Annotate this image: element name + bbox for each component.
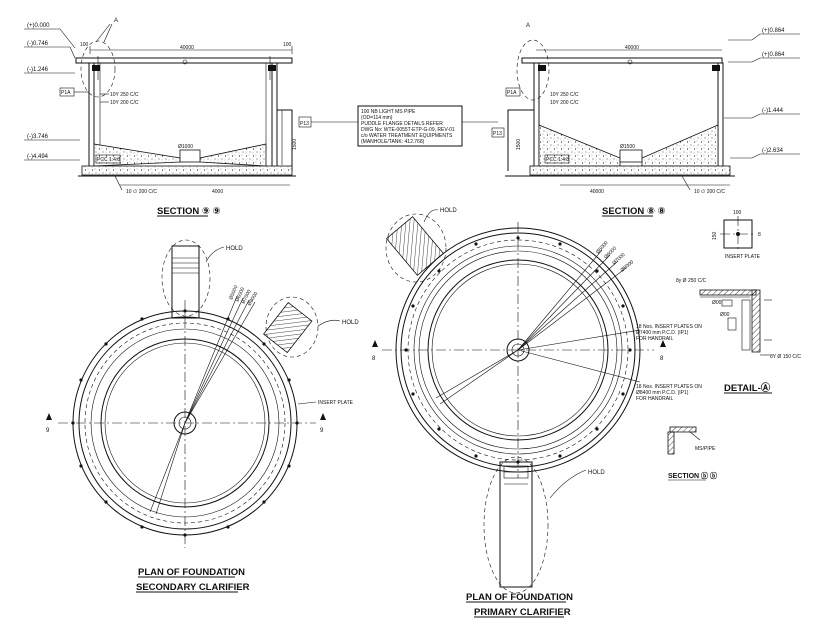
section-left: (+)0.000 (-)0.746 (-)1.246 (-)3.746 (-)4… (24, 18, 312, 217)
level-marks-right: (+)0.864 (+)0.864 (-)1.444 (-)2.634 (724, 28, 800, 159)
level-label: (-)1.444 (762, 108, 784, 114)
pipe-note: 100 NB LIGHT MS PIPE (OD=114 mm) PUDDLE … (311, 105, 498, 147)
hopper-label: Ø1000 (178, 144, 193, 150)
level-label: (+)0.864 (762, 28, 785, 34)
plate-note: Ø7400 mm P.C.D. (IP1) (636, 330, 689, 336)
note-line: DWG No: WTE-0055T-ETP-G-09, REV-01 (361, 127, 455, 133)
rebar-label: 10 ∅ 200 C/C (694, 189, 725, 195)
pcc-label: PCC 1:4:8 (97, 157, 120, 163)
plan-title: PLAN OF FOUNDATION (138, 567, 245, 578)
dimension-label: 100 (80, 42, 89, 48)
section-right: 40000 P13 1500 P1A A 10Y 250 C/C 10Y 200… (491, 23, 800, 217)
dimension-label: 40000 (625, 45, 639, 51)
radial-lines (435, 249, 641, 405)
section-title: SECTION ⑧ ⑧ (602, 206, 666, 217)
dimension-label: 8 (758, 232, 761, 238)
hold-label: HOLD (440, 208, 457, 214)
dimension-label: 150 (712, 231, 718, 240)
rebar-label: 10Y 200 C/C (550, 100, 579, 106)
detail-title: DETAIL-Ⓐ (724, 382, 771, 394)
rebar-label: 10Y 200 C/C (110, 100, 139, 106)
dimension-label: 1500 (292, 139, 298, 150)
section-small: MS/PIPE SECTION ⓑ ⓑ (667, 426, 717, 481)
note-line: 100 NB LIGHT MS PIPE (361, 109, 416, 115)
tag-label: P1A (507, 90, 517, 96)
callout-letter: A (526, 23, 530, 29)
axis-mark: 9 (320, 428, 324, 434)
rebar-label: 8Y Ø 150 C/C (770, 354, 801, 360)
plate-note: Ø8400 mm P.C.D. (IP1) (636, 390, 689, 396)
plan-subtitle: PRIMARY CLARIFIER (474, 607, 571, 618)
level-label: (+)0.000 (27, 23, 50, 29)
dimension-label: 1500 (516, 139, 522, 150)
detail-label: INSERT PLATE (725, 254, 761, 260)
tag-label: P13 (300, 121, 309, 127)
tag-label: P13 (493, 131, 502, 137)
insert-plate-detail: 100 150 8 INSERT PLATE (712, 210, 761, 260)
section-title: SECTION ⓑ ⓑ (668, 471, 717, 480)
pipe-label: MS/PIPE (695, 446, 716, 452)
dimension-label: Ø00 (720, 312, 730, 318)
plan-title: PLAN OF FOUNDATION (466, 592, 573, 603)
axis-mark: 8 (660, 356, 664, 362)
note-line: PUDDLE FLANGE DETAILS REFER (361, 121, 443, 127)
dimension-label: 100 (733, 210, 742, 216)
dimension-label: Ø00 (712, 300, 722, 306)
pcc-label: PCC 1:4:8 (546, 157, 569, 163)
level-label: (-)4.494 (27, 154, 49, 160)
note-line: (OD=114 mm) (361, 115, 393, 121)
rebar-label: 10Y 250 C/C (110, 92, 139, 98)
axis-mark: 8 (372, 356, 376, 362)
dimension-label: 4000 (212, 189, 223, 195)
plate-note: 18 Nos. INSERT PLATES ON (636, 384, 702, 390)
section-title: SECTION ⑨ ⑨ (157, 206, 221, 217)
ray-label: Ø8000 (619, 259, 635, 273)
hold-label: HOLD (342, 320, 359, 326)
level-label: (-)2.634 (762, 148, 784, 154)
dimension-label: 40000 (180, 45, 194, 51)
axis-mark: 9 (46, 428, 50, 434)
callout-letter: A (114, 18, 118, 24)
note-line: (MANHOLE/TANK: 412.768) (361, 139, 425, 145)
dimension-label: 40000 (590, 189, 604, 195)
hold-label: HOLD (588, 470, 605, 476)
ray-label: Ø6000 (234, 287, 246, 303)
detail-a: 8y Ø 250 C/C Ø00 Ø00 8Y Ø 150 C/C DETAIL… (676, 278, 801, 394)
hold-label: HOLD (226, 246, 243, 252)
ray-label: Ø5000 (228, 284, 239, 300)
level-label: (-)3.746 (27, 134, 49, 140)
rebar-label: 8y Ø 250 C/C (676, 278, 707, 284)
level-label: (+)0.864 (762, 52, 785, 58)
level-label: (-)0.746 (27, 41, 49, 47)
plan-secondary-clarifier: Ø5000 Ø6000 Ø7000 Ø8000 9 9 HOLD HOLD IN… (46, 239, 359, 593)
note-line: c/o WATER TREATMENT EQUIPMENTS (361, 133, 453, 139)
insert-label: INSERT PLATE (318, 400, 354, 406)
plate-note: FOR HANDRAIL (636, 336, 673, 342)
plate-note: FOR HANDRAIL (636, 396, 673, 402)
rebar-label: 10 ∅ 200 C/C (126, 189, 157, 195)
dimension-label: 100 (283, 42, 292, 48)
plan-subtitle: SECONDARY CLARIFIER (136, 582, 250, 593)
level-label: (-)1.246 (27, 67, 49, 73)
tag-label: P1A (61, 90, 71, 96)
hopper-label: Ø1500 (620, 144, 635, 150)
radial-lines (149, 295, 256, 515)
level-marks-left: (+)0.000 (-)0.746 (-)1.246 (-)3.746 (-)4… (24, 23, 80, 161)
plan-primary-clarifier: Ø5000 Ø6000 Ø7000 Ø8000 8 8 18 Nos. INSE… (372, 208, 702, 618)
rebar-label: 10Y 250 C/C (550, 92, 579, 98)
insert-plates-ring (404, 236, 632, 464)
plate-note: 18 Nos. INSERT PLATES ON (636, 324, 702, 330)
